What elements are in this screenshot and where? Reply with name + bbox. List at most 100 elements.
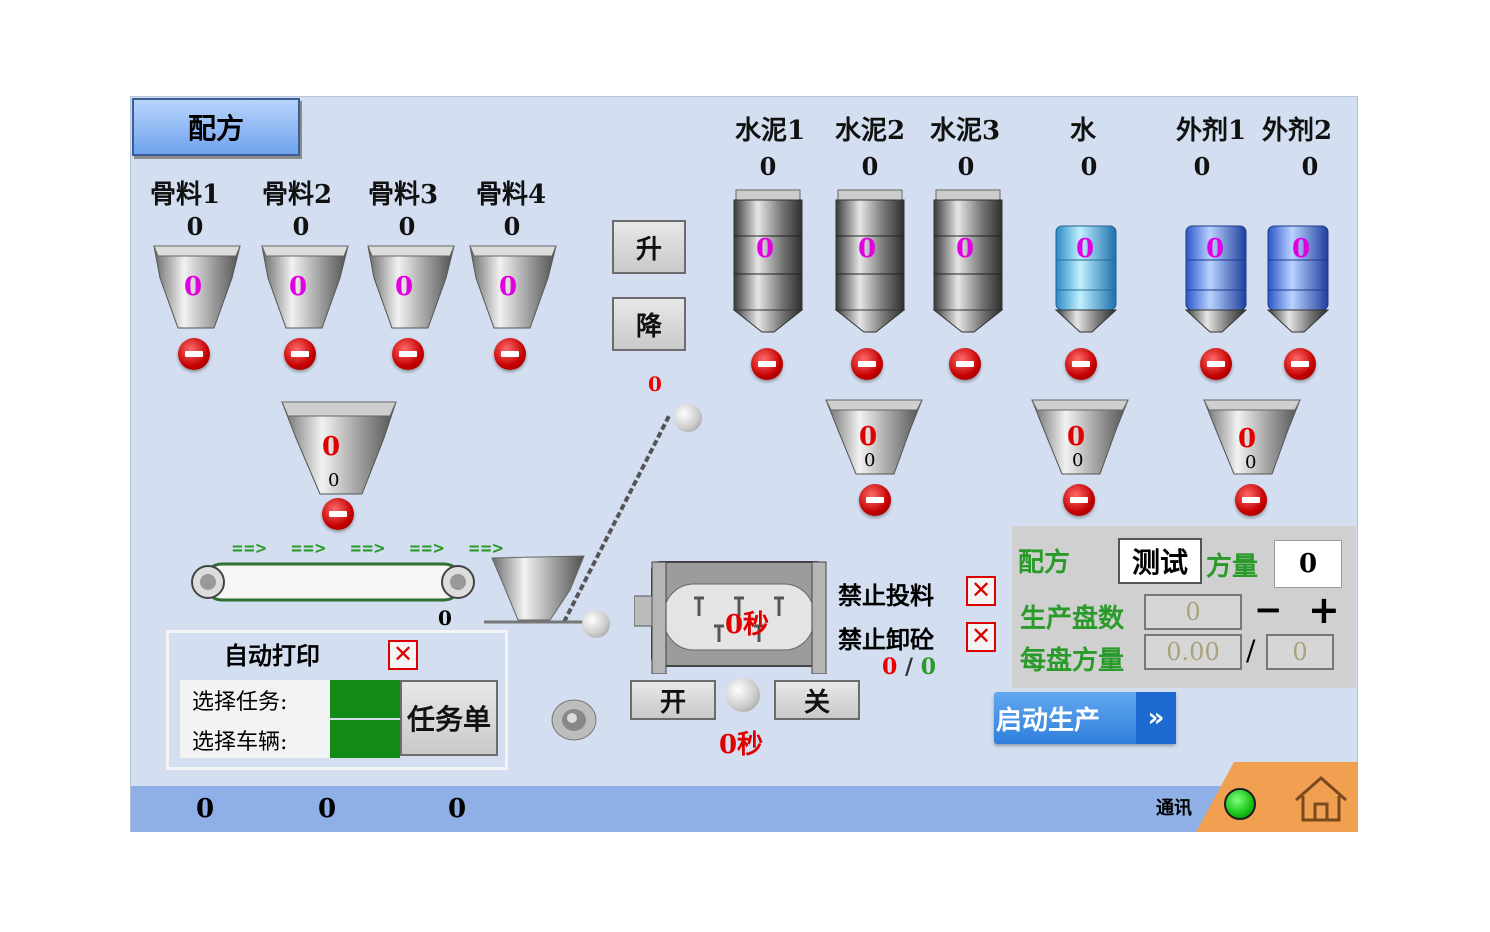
additive-2-level: 0 — [1291, 234, 1311, 264]
comm-label: 通讯 — [1156, 798, 1192, 819]
per-batch-input[interactable]: 0.00 — [1144, 634, 1242, 670]
cement-2-label: 水泥2 — [835, 116, 906, 146]
water-scale-gate-icon[interactable] — [1063, 484, 1095, 516]
belt-value: 0 — [438, 606, 452, 630]
lift-up-button[interactable]: 升 — [612, 220, 686, 274]
home-icon[interactable] — [1292, 774, 1350, 824]
skip-lift — [484, 413, 672, 624]
aggregate-scale-sub: 0 — [328, 470, 340, 491]
status-value-1: 0 — [196, 794, 215, 824]
batches-input[interactable]: 0 — [1144, 594, 1242, 630]
lift-bottom-pulley-icon — [582, 610, 610, 638]
recipe-button[interactable]: 配方 — [132, 98, 300, 156]
aggregate-bin-2 — [261, 245, 349, 329]
cement-silo-1 — [732, 189, 804, 333]
batches-label: 生产盘数 — [1020, 604, 1125, 634]
forbid-counter: 0 / 0 — [882, 654, 936, 680]
aggregate-1-gate-icon[interactable] — [178, 338, 210, 370]
aggregate-bin-3 — [367, 245, 455, 329]
additive-1-valve-icon[interactable] — [1200, 348, 1232, 380]
discharge-time: 0秒 — [718, 730, 764, 760]
forbid-slash: / — [904, 654, 914, 680]
belt-direction-arrows: ==> ==> ==> ==> ==> — [232, 538, 505, 559]
cement-3-label: 水泥3 — [930, 116, 1001, 146]
aggregate-bins — [153, 245, 557, 329]
recipe-button-label: 配方 — [187, 112, 244, 145]
auto-print-title: 自动打印 — [224, 641, 320, 670]
per-batch-total: 0 — [1266, 634, 1334, 670]
recipe-value[interactable]: 测试 — [1118, 538, 1202, 584]
task-select-field[interactable] — [330, 680, 400, 718]
forbid-unload-checkbox[interactable]: ✕ — [966, 622, 996, 652]
mixer-open-button[interactable]: 开 — [630, 680, 716, 720]
start-production-button[interactable]: 启动生产 » — [994, 692, 1176, 744]
weigh-hoppers — [825, 399, 1301, 475]
silo-tanks — [732, 189, 1330, 333]
water-valve-icon[interactable] — [1065, 348, 1097, 380]
mixer — [634, 561, 827, 674]
water-scale-sub: 0 — [1072, 450, 1084, 471]
auto-print-checkbox[interactable]: ✕ — [388, 640, 418, 670]
cement-1-valve-icon[interactable] — [751, 348, 783, 380]
forbid-feed-checkbox[interactable]: ✕ — [966, 576, 996, 606]
mixer-close-button[interactable]: 关 — [774, 680, 860, 720]
additive-1-label: 外剂1 — [1176, 116, 1247, 146]
lift-down-button[interactable]: 降 — [612, 297, 686, 351]
cement-1-level: 0 — [755, 234, 775, 264]
additive-scale-weight: 0 — [1237, 424, 1257, 454]
aggregate-2-gate-icon[interactable] — [284, 338, 316, 370]
batches-minus-button[interactable]: − — [1254, 590, 1283, 630]
additive-scale-sub: 0 — [1245, 452, 1257, 473]
vehicle-select-field[interactable] — [330, 720, 400, 758]
chevron-right-icon: » — [1136, 692, 1176, 744]
start-production-label: 启动生产 — [996, 705, 1101, 736]
cement-silo-2 — [834, 189, 906, 333]
additive-1-value: 0 — [1193, 152, 1211, 181]
aggregate-4-label: 骨料4 — [476, 180, 547, 210]
cement-1-label: 水泥1 — [735, 116, 806, 146]
per-batch-label: 每盘方量 — [1020, 646, 1125, 676]
additive-scale-gate-icon[interactable] — [1235, 484, 1267, 516]
aggregate-bin-1 — [153, 245, 241, 329]
aggregate-3-gate-icon[interactable] — [392, 338, 424, 370]
aggregate-scale-gate-icon[interactable] — [322, 498, 354, 530]
recipe-label: 配方 — [1018, 548, 1071, 578]
aggregate-1-level: 0 — [183, 272, 203, 302]
mixer-time: 0秒 — [724, 610, 770, 640]
aggregate-4-gate-icon[interactable] — [494, 338, 526, 370]
aggregate-1-value: 0 — [186, 212, 204, 241]
cement-weigh-hopper — [825, 399, 923, 475]
cement-3-valve-icon[interactable] — [949, 348, 981, 380]
cement-2-valve-icon[interactable] — [851, 348, 883, 380]
speaker-icon[interactable] — [546, 696, 600, 744]
aggregate-4-value: 0 — [503, 212, 521, 241]
conveyor-belt — [191, 562, 475, 602]
per-batch-slash: / — [1246, 634, 1256, 667]
volume-input[interactable]: 0 — [1274, 540, 1342, 588]
task-list-button[interactable]: 任务单 — [400, 680, 498, 756]
select-task-label: 选择任务: — [192, 690, 288, 715]
aggregate-scale-weight: 0 — [321, 432, 341, 462]
comm-status-indicator-icon — [1224, 788, 1256, 820]
water-value: 0 — [1080, 152, 1098, 181]
cement-scale-sub: 0 — [864, 450, 876, 471]
status-bar — [131, 786, 1357, 832]
aggregate-2-label: 骨料2 — [262, 180, 333, 210]
water-weigh-hopper — [1031, 399, 1129, 475]
cement-2-value: 0 — [861, 152, 879, 181]
forbid-unload-label: 禁止卸砼 — [838, 625, 934, 654]
forbid-count-a: 0 — [882, 654, 898, 680]
additive-tank-2 — [1266, 225, 1330, 333]
forbid-feed-label: 禁止投料 — [838, 581, 934, 610]
cement-2-level: 0 — [857, 234, 877, 264]
cement-scale-gate-icon[interactable] — [859, 484, 891, 516]
cement-3-value: 0 — [957, 152, 975, 181]
status-value-2: 0 — [318, 794, 337, 824]
water-tank — [1054, 225, 1118, 333]
aggregate-2-value: 0 — [292, 212, 310, 241]
additive-2-value: 0 — [1301, 152, 1319, 181]
aggregate-4-level: 0 — [498, 272, 518, 302]
additive-2-valve-icon[interactable] — [1284, 348, 1316, 380]
batches-plus-button[interactable]: + — [1308, 588, 1340, 632]
cement-scale-weight: 0 — [858, 422, 878, 452]
